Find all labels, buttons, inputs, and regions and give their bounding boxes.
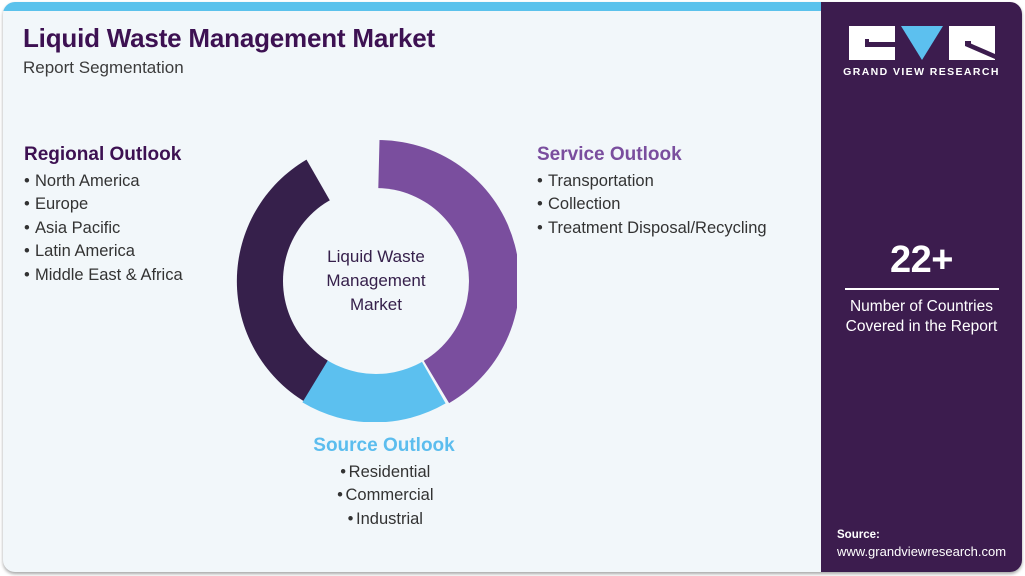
list-item: • Asia Pacific [24,217,239,241]
sidebar-panel: GRAND VIEW RESEARCH 22+ Number of Countr… [821,2,1022,572]
service-outlook-block: Service Outlook • Transportation • Collect… [537,144,827,240]
stat-number: 22+ [890,239,953,281]
bullet-icon: • [537,171,543,190]
list-item: •Commercial [239,484,529,508]
service-outlook-list: • Transportation • Collection • Treatment D… [537,170,827,241]
list-item-label: Middle East & Africa [35,265,183,284]
list-item: • Transportation [537,170,827,194]
list-item-label: Asia Pacific [35,218,121,237]
bullet-icon: • [24,171,30,190]
list-item: • North America [24,170,239,194]
source-outlook-list: •Residential •Commercial •Industrial [239,461,529,532]
source-label: Source: [837,529,880,541]
source-outlook-heading: Source Outlook [313,435,455,456]
bullet-icon: • [537,218,543,237]
list-item-label: Industrial [356,509,423,528]
donut-chart-svg [236,140,517,422]
list-item-label: Latin America [35,242,135,261]
page-title: Liquid Waste Management Market [23,23,435,53]
stat-block: 22+ Number of Countries Covered in the R… [821,238,1022,337]
brand-logo: GRAND VIEW RESEARCH [821,26,1022,78]
list-item: • Treatment Disposal/Recycling [537,217,827,241]
donut-hole [283,188,469,374]
regional-outlook-heading: Regional Outlook [24,144,182,165]
bullet-icon: • [24,195,30,214]
bullet-icon: • [347,509,354,528]
source-url[interactable]: www.grandviewresearch.com [837,544,1007,559]
stat-caption-line-2: Covered in the Report [845,318,998,335]
bullet-icon: • [24,265,30,284]
list-item-label: North America [35,171,140,190]
bullet-icon: • [340,462,347,481]
bullet-icon: • [537,195,543,214]
regional-outlook-block: Regional Outlook • North America • Europe … [24,144,239,287]
report-card: Liquid Waste Management Market Report Se… [3,2,1022,572]
page-subtitle: Report Segmentation [23,57,184,77]
gvr-logo-icon [848,26,995,60]
source-footer: Source: www.grandviewresearch.com [837,527,1022,560]
list-item: • Middle East & Africa [24,264,239,288]
list-item: •Residential [239,461,529,485]
top-accent-bar [3,2,821,11]
list-item: • Latin America [24,240,239,264]
list-item-label: Treatment Disposal/Recycling [548,218,767,237]
regional-outlook-list: • North America • Europe • Asia Pacific • La… [24,170,239,288]
bullet-icon: • [24,242,30,261]
source-outlook-block: Source Outlook •Residential •Commercial … [239,435,529,531]
bullet-icon: • [24,218,30,237]
bullet-icon: • [337,486,343,505]
list-item-label: Commercial [345,486,434,505]
stat-divider [844,288,999,290]
list-item-label: Europe [35,195,89,214]
service-outlook-heading: Service Outlook [537,144,682,165]
list-item-label: Transportation [548,171,654,190]
list-item: • Collection [537,193,827,217]
header: Liquid Waste Management Market Report Se… [23,24,723,77]
brand-logo-text: GRAND VIEW RESEARCH [843,66,1000,78]
list-item: • Europe [24,193,239,217]
list-item-label: Collection [548,195,621,214]
donut-chart: Liquid Waste Management Market [235,140,517,422]
list-item: •Industrial [239,508,529,532]
stat-caption-line-1: Number of Countries [849,298,993,315]
list-item-label: Residential [348,462,431,481]
